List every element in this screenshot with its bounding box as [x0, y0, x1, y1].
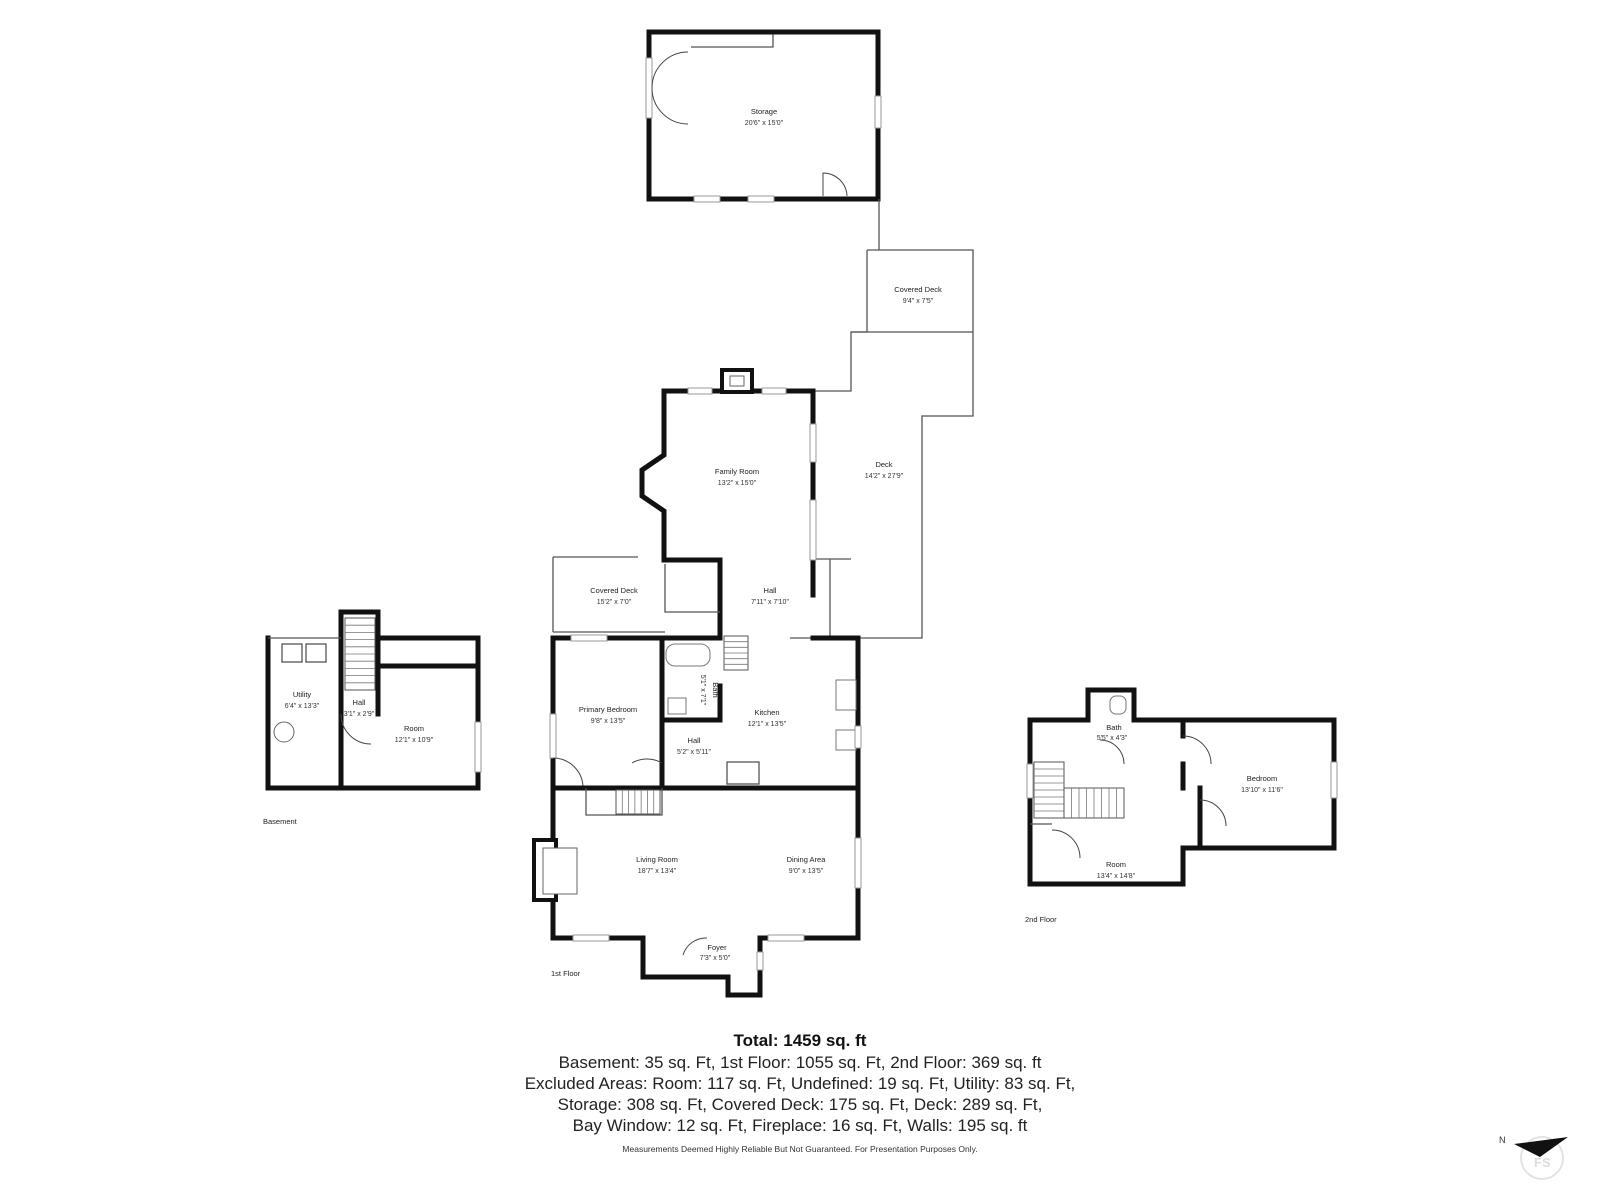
summary-line-excluded-1: Excluded Areas: Room: 117 sq. Ft, Undefi… — [524, 1074, 1076, 1093]
family-room-label: Family Room — [715, 467, 759, 476]
compass-icon: N FS — [1499, 1135, 1568, 1180]
room-basement-label: Room — [404, 724, 424, 733]
family-room-dims: 13'2" x 15'0" — [718, 480, 757, 487]
storage-building — [645, 29, 882, 250]
kitchen-label: Kitchen — [754, 708, 779, 717]
bedroom-label: Bedroom — [1247, 774, 1277, 783]
basement-stairs — [344, 617, 376, 691]
hall-upper-dims: 7'11" x 7'10" — [751, 599, 789, 606]
foyer-label: Foyer — [707, 943, 727, 952]
second-floor-label: 2nd Floor — [1025, 915, 1057, 924]
area-summary: Total: 1459 sq. ft Basement: 35 sq. Ft, … — [400, 1030, 1200, 1154]
utility-dims: 6'4" x 13'3" — [285, 703, 320, 710]
basement-walls — [265, 609, 482, 791]
dining-area-dims: 9'0" x 13'5" — [789, 868, 824, 875]
summary-line-excluded-3: Bay Window: 12 sq. Ft, Fireplace: 16 sq.… — [572, 1116, 1028, 1135]
hall-basement-label: Hall — [353, 698, 366, 707]
hall-lower-label: Hall — [688, 736, 701, 745]
utility-label: Utility — [293, 690, 312, 699]
living-room-dims: 18'7" x 13'4" — [638, 868, 677, 875]
bath-second-dims: 5'5" x 4'3" — [1097, 735, 1128, 742]
room-second-dims: 13'4" x 14'8" — [1097, 873, 1136, 880]
dining-area-label: Dining Area — [787, 855, 827, 864]
compass-north-label: N — [1499, 1135, 1506, 1145]
basement-floor-label: Basement — [263, 817, 298, 826]
second-floor-walls — [1026, 687, 1338, 887]
summary-line-excluded-2: Storage: 308 sq. Ft, Covered Deck: 175 s… — [557, 1095, 1043, 1114]
deck-dims: 14'2" x 27'9" — [865, 473, 904, 480]
decks — [552, 249, 974, 639]
storage-label: Storage — [751, 107, 777, 116]
hall-basement-dims: 3'1" x 2'9" — [344, 711, 375, 718]
floor-labels: Basement 1st Floor 2nd Floor — [263, 817, 1057, 978]
covered-deck-side-dims: 15'2" x 7'0" — [597, 599, 632, 606]
primary-bedroom-label: Primary Bedroom — [579, 705, 637, 714]
hall-upper-label: Hall — [764, 586, 777, 595]
disclaimer: Measurements Deemed Highly Reliable But … — [622, 1144, 978, 1154]
bath-first-dims: 5'1" x 7'1" — [699, 675, 706, 706]
deck-label: Deck — [875, 460, 892, 469]
kitchen-dims: 12'1" x 13'5" — [748, 721, 787, 728]
first-floor-stairs-hall — [723, 635, 749, 671]
first-floor-walls — [532, 368, 862, 998]
total-area: Total: 1459 sq. ft — [733, 1031, 867, 1050]
room-basement-dims: 12'1" x 10'9" — [395, 737, 434, 744]
summary-line-floors: Basement: 35 sq. Ft, 1st Floor: 1055 sq.… — [558, 1053, 1042, 1072]
second-floor-stairs-landing — [1063, 787, 1125, 819]
covered-deck-side-label: Covered Deck — [590, 586, 638, 595]
stairs — [344, 617, 1125, 819]
covered-deck-top-dims: 9'4" x 7'5" — [903, 298, 934, 305]
primary-bedroom-dims: 9'8" x 13'5" — [591, 718, 626, 725]
living-room-label: Living Room — [636, 855, 678, 864]
bedroom-dims: 13'10" x 11'6" — [1241, 787, 1283, 794]
bath-first-label: Bath — [711, 682, 720, 697]
hall-lower-dims: 5'2" x 5'11" — [677, 749, 711, 756]
room-labels: Storage 20'6" x 15'0" Covered Deck 9'4" … — [285, 107, 1284, 962]
first-floor-stairs-living — [615, 789, 661, 815]
brand-mark: FS — [1534, 1155, 1551, 1170]
foyer-dims: 7'3" x 5'0" — [700, 955, 731, 962]
first-floor-label: 1st Floor — [551, 969, 581, 978]
second-floor-stairs — [1033, 761, 1065, 819]
room-second-label: Room — [1106, 860, 1126, 869]
covered-deck-top-label: Covered Deck — [894, 285, 942, 294]
storage-dims: 20'6" x 15'0" — [745, 120, 784, 127]
bath-second-label: Bath — [1106, 723, 1121, 732]
